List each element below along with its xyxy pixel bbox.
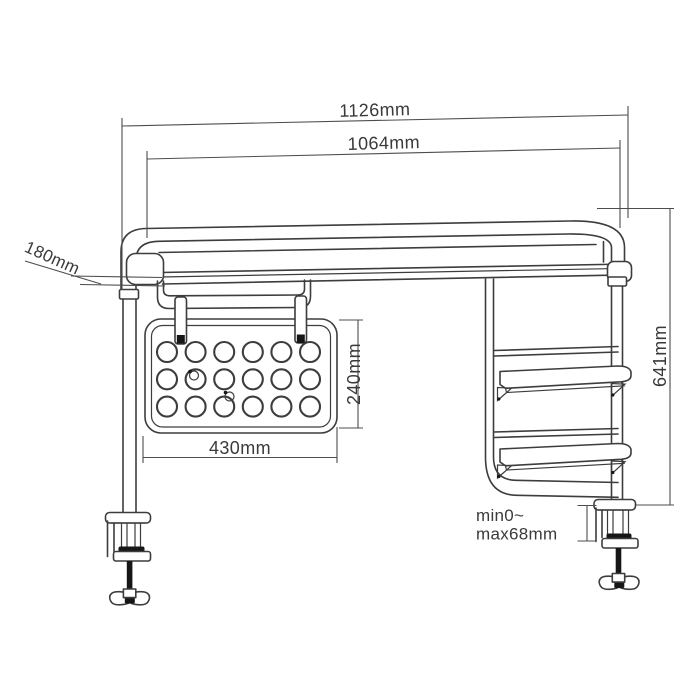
pegboard-hole [213, 368, 236, 391]
upper-side-shelf [496, 365, 632, 402]
pegboard-holes [155, 340, 322, 418]
pegboard-hole [213, 395, 236, 418]
right-clamp-screw [615, 548, 622, 576]
pegboard-width-label: 430mm [209, 438, 271, 458]
pegboard-peg-hooks [188, 369, 235, 402]
main-shelf [125, 243, 633, 286]
shelf-left-end-cap [125, 252, 165, 286]
pegboard-height-label: 240mm [344, 343, 364, 405]
overall-width-label: 1126mm [339, 99, 411, 121]
pegboard-hole [241, 368, 264, 391]
lower-side-shelf [496, 442, 632, 480]
pegboard-hole [184, 368, 207, 391]
pegboard-hole [270, 395, 293, 418]
pegboard-hole [270, 368, 293, 391]
pegboard-hole [155, 340, 179, 364]
top-back-rail [120, 220, 626, 291]
overall-height-label: 641mm [650, 325, 670, 387]
pegboard-hole [241, 395, 264, 418]
pegboard-hole [298, 368, 322, 391]
pegboard-hole [184, 340, 207, 364]
pegboard-hole [298, 395, 322, 418]
dim-clamp-range: min0~ max68mm [476, 504, 597, 544]
shelf-depth-label: 180mm [22, 237, 83, 278]
right-clamp [593, 498, 640, 591]
desk-shelf-structure [104, 220, 640, 606]
pegboard-hole [241, 340, 264, 364]
dim-overall-height: 641mm [597, 207, 674, 506]
right-leg [607, 276, 628, 501]
dim-pegboard-width: 430mm [142, 427, 338, 463]
left-clamp-screw [126, 561, 133, 591]
pegboard-hole [155, 368, 179, 391]
pegboard-hole [213, 340, 236, 364]
dimension-annotations: 1126mm 1064mm 180mm 240mm 43 [22, 99, 674, 544]
shelf-width-label: 1064mm [347, 132, 420, 154]
side-shelf-bars [493, 345, 619, 439]
pegboard-hanging-rail [156, 279, 312, 310]
dim-overall-width: 1126mm [121, 99, 629, 290]
clamp-range-max-label: max68mm [476, 525, 557, 544]
pegboard-hanger-hooks [174, 295, 308, 345]
left-clamp [104, 511, 152, 606]
pegboard [144, 318, 338, 434]
dim-shelf-width: 1064mm [146, 132, 621, 238]
pegboard-hole [270, 340, 293, 364]
dim-pegboard-height: 240mm [339, 319, 364, 429]
pegboard-hole [298, 340, 322, 364]
right-inner-post-and-bottom-bar [484, 278, 619, 499]
clamp-range-min-label: min0~ [476, 506, 524, 525]
pegboard-hole [155, 395, 179, 418]
left-leg [118, 288, 140, 514]
pegboard-hole [184, 395, 207, 418]
